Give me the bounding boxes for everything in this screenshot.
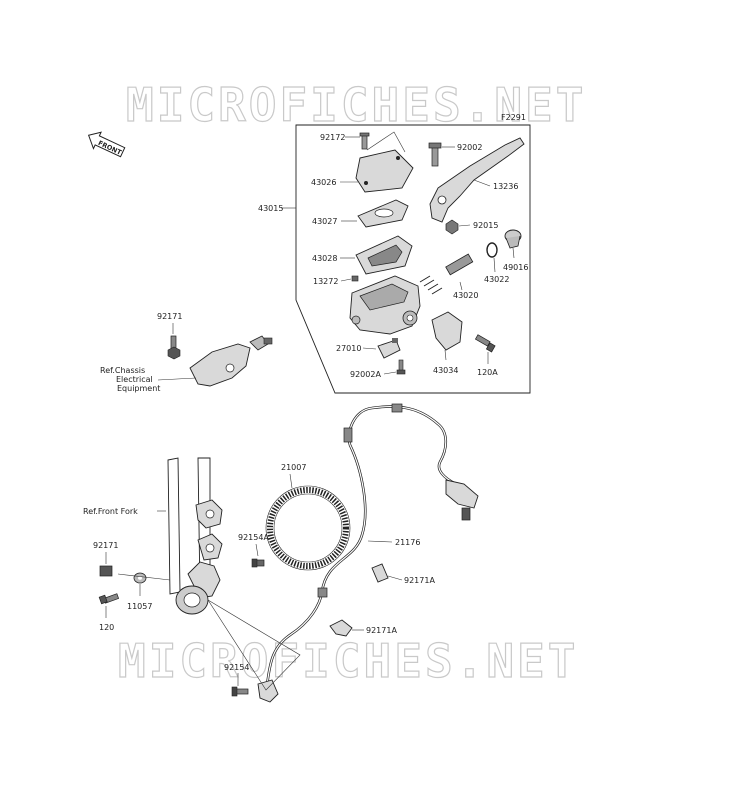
label-92002A: 92002A <box>350 370 381 379</box>
clamp-92171A-2 <box>329 619 353 637</box>
label-92172: 92172 <box>320 133 345 142</box>
bolt-92171-top <box>167 335 181 360</box>
label-92171-bottom: 92171 <box>93 541 118 550</box>
ref-front-fork: Ref.Front Fork <box>83 507 138 516</box>
label-92171-top: 92171 <box>157 312 182 321</box>
front-arrow-icon: FRONT <box>87 131 126 158</box>
nut-92015 <box>445 219 459 235</box>
reservoir-cap-43026 <box>355 149 414 193</box>
boot-49016 <box>504 229 522 249</box>
ref-chassis-line1: Ref.Chassis <box>100 366 145 375</box>
label-92154: 92154 <box>224 663 249 672</box>
assembly-43015-outline <box>295 124 531 394</box>
screw-92002A <box>396 359 406 375</box>
label-27010: 27010 <box>336 344 361 353</box>
watermark-top: MICROFICHES.NET <box>126 78 586 132</box>
label-43026: 43026 <box>311 178 336 187</box>
label-13236: 13236 <box>493 182 518 191</box>
label-120A: 120A <box>477 368 498 377</box>
diaphragm-43028 <box>355 235 413 275</box>
label-43028: 43028 <box>312 254 337 263</box>
label-49016: 49016 <box>503 263 528 272</box>
label-92171A-1: 92171A <box>404 576 435 585</box>
figure-code: F2291 <box>501 113 526 122</box>
master-cylinder-body <box>349 275 421 335</box>
label-43020: 43020 <box>453 291 478 300</box>
label-21007: 21007 <box>281 463 306 472</box>
label-92171A-2: 92171A <box>366 626 397 635</box>
ref-chassis-line2: Electrical <box>116 375 153 384</box>
label-21176: 21176 <box>395 538 420 547</box>
label-13272: 13272 <box>313 277 338 286</box>
ring-43022 <box>486 242 498 258</box>
pin-13272 <box>351 275 359 282</box>
bolt-120 <box>98 593 120 605</box>
clamp-92171A-1 <box>371 563 389 583</box>
watermark-bottom: MICROFICHES.NET <box>118 634 578 688</box>
bolt-92154A <box>251 558 265 568</box>
mount-guide-lines <box>207 599 301 691</box>
label-120: 120 <box>99 623 114 632</box>
label-43027: 43027 <box>312 217 337 226</box>
ref-chassis-line3: Equipment <box>117 384 160 393</box>
front-fork <box>167 457 223 615</box>
washer-11057 <box>133 572 147 584</box>
label-92154A: 92154A <box>238 533 269 542</box>
label-43015: 43015 <box>258 204 283 213</box>
label-92015: 92015 <box>473 221 498 230</box>
pivot-bolt-92002 <box>428 142 442 167</box>
clip-92171-bottom <box>99 565 113 577</box>
bolt-92154 <box>231 686 249 697</box>
chassis-bracket <box>189 335 273 387</box>
label-43034: 43034 <box>433 366 458 375</box>
label-11057: 11057 <box>127 602 152 611</box>
clamp-43034 <box>431 311 463 351</box>
switch-27010 <box>377 338 401 359</box>
abs-rotor-21007 <box>265 485 351 571</box>
screw-92172 <box>359 132 370 150</box>
plate-43027 <box>357 199 409 228</box>
label-92002: 92002 <box>457 143 482 152</box>
piston-kit-43020 <box>419 253 474 295</box>
label-43022: 43022 <box>484 275 509 284</box>
bolt-120A <box>474 334 496 353</box>
